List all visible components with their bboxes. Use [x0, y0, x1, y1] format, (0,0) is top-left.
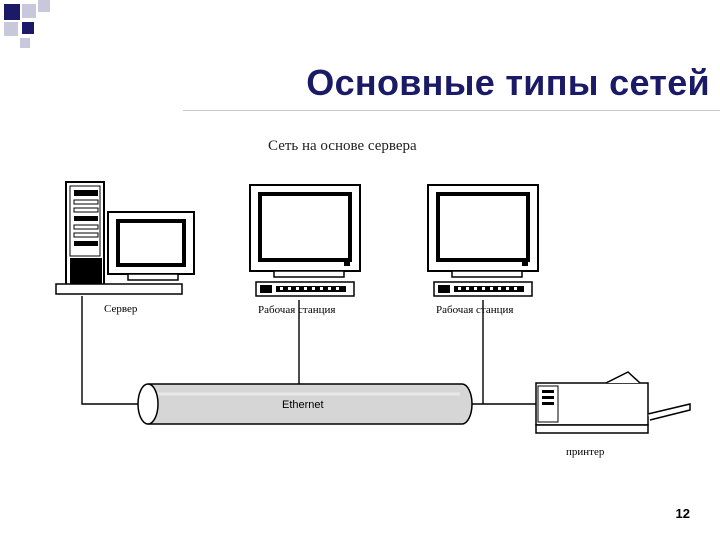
connection-lines [81, 296, 542, 405]
workstation-2-label: Рабочая станция [436, 304, 513, 316]
diagram-caption: Сеть на основе сервера [268, 138, 417, 154]
workstation-1-computer [249, 184, 361, 297]
workstation-1-label: Рабочая станция [258, 304, 335, 316]
ethernet-cable [137, 383, 473, 425]
corner-decoration [0, 0, 60, 50]
page-number: 12 [675, 506, 690, 521]
slide-title: Основные типы сетей [306, 62, 710, 103]
printer-device [535, 371, 691, 434]
printer-label: принтер [566, 446, 605, 458]
title-divider [183, 110, 720, 111]
ethernet-label: Ethernet [282, 399, 324, 411]
server-computer [55, 181, 195, 295]
server-label: Сервер [104, 303, 138, 315]
workstation-2-computer [427, 184, 539, 297]
